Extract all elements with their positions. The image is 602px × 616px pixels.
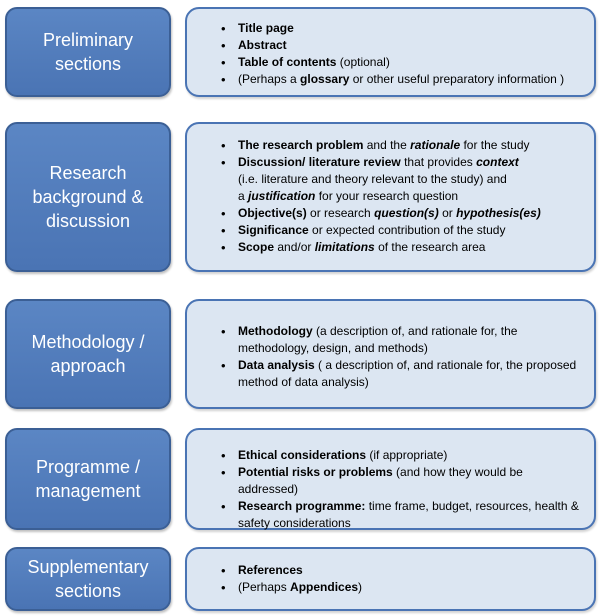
section-label-preliminary: Preliminary sections (5, 7, 171, 97)
item-text-segment: a (238, 189, 249, 203)
section-label-supplementary: Supplementary sections (5, 547, 171, 611)
item-text-segment: (and how they would be addressed) (238, 465, 523, 496)
item-text-segment: and/or (274, 240, 315, 254)
list-item: Ethical considerations (if appropriate) (221, 447, 584, 464)
section-label-research-background: Research background & discussion (5, 122, 171, 272)
item-list: Ethical considerations (if appropriate)P… (221, 447, 584, 532)
item-list: The research problem and the rationale f… (221, 137, 584, 256)
item-text-segment: for the study (460, 138, 530, 152)
item-text-segment: (Perhaps a (238, 72, 301, 86)
item-text-segment: (i.e. literature and theory relevant to … (238, 172, 507, 186)
item-text-segment: hypothesis(es) (456, 206, 541, 220)
list-item: Table of contents (optional) (221, 54, 584, 71)
item-text-segment: Objective(s) (238, 206, 307, 220)
item-text-segment: rationale (410, 138, 461, 152)
item-text-segment: ) (358, 580, 363, 594)
item-list: Title pageAbstractTable of contents (opt… (221, 20, 584, 88)
item-text-segment: Discussion/ literature review (238, 155, 401, 169)
item-text-segment: Potential risks or problems (238, 465, 393, 479)
list-item: Research programme: time frame, budget, … (221, 498, 584, 532)
item-text-segment: and the (363, 138, 411, 152)
section-content-research-background: The research problem and the rationale f… (185, 122, 596, 272)
list-item: (Perhaps Appendices) (221, 579, 584, 596)
item-text-segment: time frame, budget, resources, health & … (238, 499, 579, 530)
item-text-segment: The research problem (238, 138, 364, 152)
item-text-segment: question(s) (374, 206, 439, 220)
item-text-segment: Abstract (238, 38, 287, 52)
section-content-supplementary: References (Perhaps Appendices) (185, 547, 596, 611)
item-list: References (Perhaps Appendices) (221, 562, 584, 596)
section-content-methodology: Methodology (a description of, and ratio… (185, 299, 596, 409)
item-text-segment: that provides (400, 155, 477, 169)
item-text-segment: (optional) (336, 55, 390, 69)
item-text-segment: or research (306, 206, 375, 220)
list-item: (Perhaps a glossary or other useful prep… (221, 71, 584, 88)
item-text-segment: justification (248, 189, 316, 203)
item-text-segment: Ethical considerations (238, 448, 367, 462)
item-text-segment: for your research question (315, 189, 459, 203)
list-item: Significance or expected contribution of… (221, 222, 584, 239)
list-item: Scope and/or limitations of the research… (221, 239, 584, 256)
item-text-segment: (Perhaps (238, 580, 291, 594)
section-content-programme: Ethical considerations (if appropriate)P… (185, 428, 596, 530)
item-text-segment: Scope (238, 240, 275, 254)
list-item: The research problem and the rationale f… (221, 137, 584, 154)
item-text-segment: context (476, 155, 519, 169)
list-item: Methodology (a description of, and ratio… (221, 323, 584, 357)
item-text-segment: glossary (300, 72, 350, 86)
item-text-segment: or expected contribution of the study (308, 223, 506, 237)
item-text-segment: limitations (314, 240, 375, 254)
item-text-segment: or other useful preparatory information … (349, 72, 565, 86)
list-item: References (221, 562, 584, 579)
item-text-segment: Significance (238, 223, 309, 237)
item-text-segment: Research programme: (238, 499, 366, 513)
item-text-segment: of the research area (374, 240, 486, 254)
list-item: Potential risks or problems (and how the… (221, 464, 584, 498)
item-text-segment: Appendices (290, 580, 359, 594)
item-text-segment: Table of contents (238, 55, 337, 69)
item-text-segment: Title page (238, 21, 294, 35)
list-item: Discussion/ literature review that provi… (221, 154, 584, 205)
item-text-segment: References (238, 563, 303, 577)
item-text-segment: Methodology (238, 324, 313, 338)
item-text-segment: ( a description of, and rationale for, t… (238, 358, 577, 389)
item-text-segment: Data analysis (238, 358, 315, 372)
section-content-preliminary: Title pageAbstractTable of contents (opt… (185, 7, 596, 97)
item-text-segment: (a description of, and rationale for, th… (238, 324, 518, 355)
list-item: Title page (221, 20, 584, 37)
item-text-segment: (if appropriate) (366, 448, 448, 462)
section-label-programme: Programme / management (5, 428, 171, 530)
list-item: Objective(s) or research question(s) or … (221, 205, 584, 222)
item-list: Methodology (a description of, and ratio… (221, 323, 584, 391)
list-item: Data analysis ( a description of, and ra… (221, 357, 584, 391)
list-item: Abstract (221, 37, 584, 54)
section-label-methodology: Methodology / approach (5, 299, 171, 409)
item-text-segment: or (438, 206, 457, 220)
